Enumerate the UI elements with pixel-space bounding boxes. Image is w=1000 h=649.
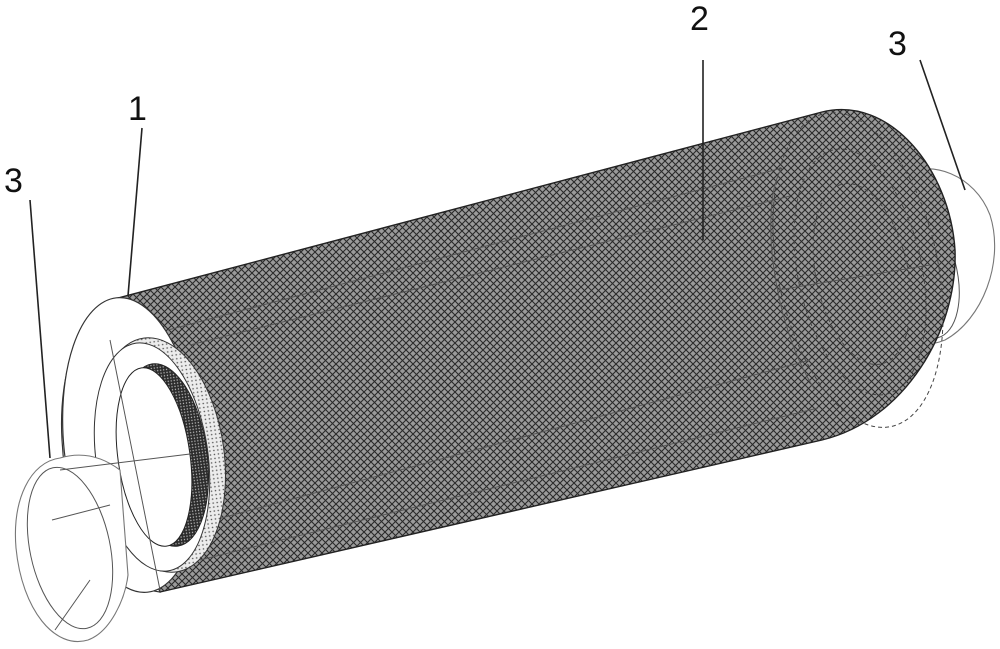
label-part-2: 2: [690, 0, 709, 38]
outer-mesh-cylinder: [112, 109, 956, 593]
leader-line-3-left: [29, 199, 51, 459]
label-part-1: 1: [128, 90, 147, 128]
left-end-cap: [14, 453, 191, 642]
label-part-3-right: 3: [888, 25, 907, 63]
label-part-3-left: 3: [4, 162, 23, 200]
leader-line-3-right: [919, 59, 966, 191]
leader-line-1: [127, 127, 143, 297]
